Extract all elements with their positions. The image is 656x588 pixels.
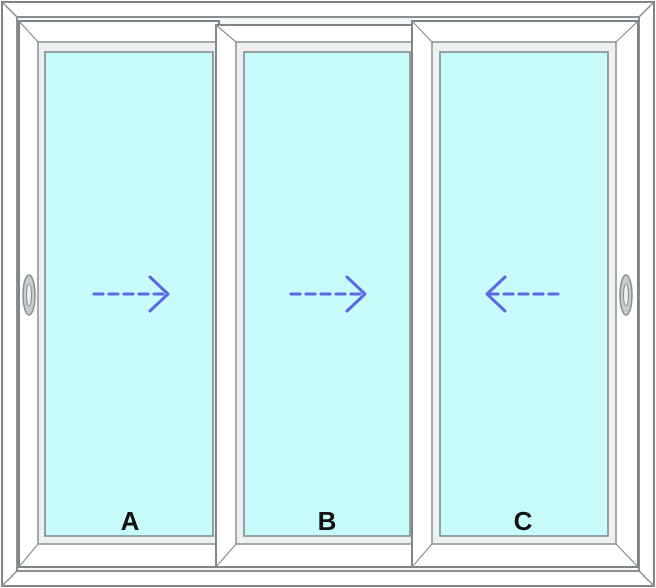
- panel-c-arrow-left: [485, 275, 563, 313]
- panel-a-label: A: [121, 506, 140, 536]
- frame-corner-tl: [1, 1, 18, 18]
- panel-c: C: [411, 20, 639, 568]
- frame-corner-bl: [1, 570, 18, 587]
- panel-b: B: [215, 24, 417, 568]
- panel-a: A: [18, 20, 220, 568]
- frame-corner-tr: [638, 1, 655, 18]
- panel-b-bevel-tl: [215, 24, 237, 43]
- panel-c-label: C: [514, 506, 533, 536]
- panel-c-bevel-tl: [411, 20, 433, 43]
- panel-c-bevel-br: [615, 543, 639, 568]
- panel-a-bevel-bl: [18, 543, 39, 568]
- panel-b-bevel-bl: [215, 543, 237, 568]
- panel-c-handle-slot: [623, 283, 629, 307]
- frame-corner-br: [638, 570, 655, 587]
- panel-b-arrow-right: [289, 275, 367, 313]
- panel-c-bevel-bl: [411, 543, 433, 568]
- panel-a-bevel-tl: [18, 20, 39, 43]
- panel-c-bevel-tr: [615, 20, 639, 43]
- panel-a-arrow-right: [92, 275, 170, 313]
- panel-a-handle-slot: [26, 283, 32, 307]
- panel-b-label: B: [318, 506, 337, 536]
